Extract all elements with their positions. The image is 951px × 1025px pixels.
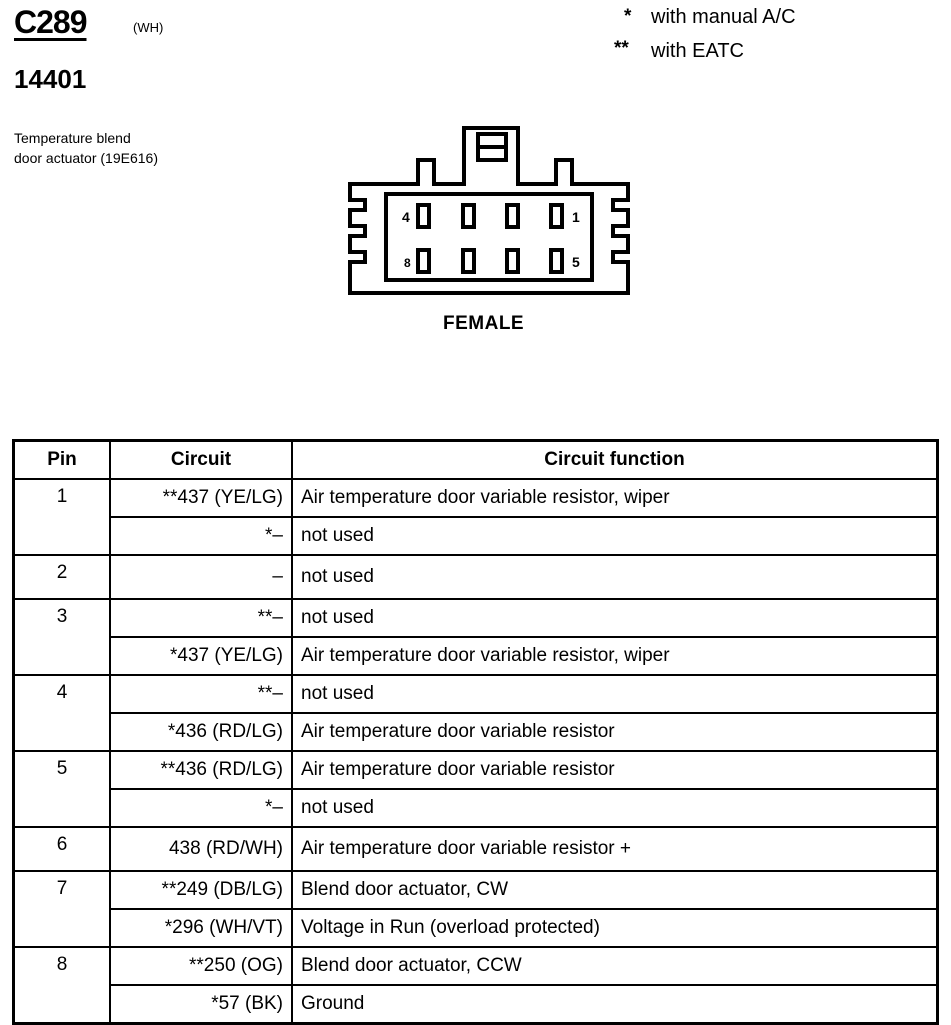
table-row: 2 – not used: [12, 554, 939, 600]
header-circuit: Circuit: [109, 439, 293, 480]
table-row: 6 438 (RD/WH) Air temperature door varia…: [12, 826, 939, 872]
pin-label-4: 4: [402, 209, 410, 225]
header-circuit-function: Circuit function: [291, 439, 939, 480]
table-row: *– not used: [14, 516, 939, 556]
terminal-7: [461, 248, 476, 274]
terminal-5: [549, 248, 564, 274]
table-row: 4 **– not used: [12, 674, 939, 752]
terminal-4: [416, 203, 431, 229]
table-row: 5 **436 (RD/LG) Air temperature door var…: [12, 750, 939, 828]
pin-label-1: 1: [572, 209, 580, 225]
table-header-row: Pin Circuit Circuit function: [12, 439, 939, 480]
pin-cell: 8: [12, 946, 111, 1025]
circuit-cell: **437 (YE/LG): [109, 478, 293, 518]
function-cell: not used: [291, 674, 939, 714]
function-cell: Air temperature door variable resistor, …: [291, 636, 939, 676]
pin-cell: 3: [12, 598, 111, 676]
function-cell: Ground: [291, 984, 939, 1025]
connector-cavity: [384, 192, 594, 282]
table-row: *– not used: [14, 788, 939, 828]
circuit-cell: *436 (RD/LG): [109, 712, 293, 752]
table-row: 7 **249 (DB/LG) Blend door actuator, CW: [12, 870, 939, 948]
circuit-cell: –: [109, 554, 293, 600]
table-row: 3 **– not used: [12, 598, 939, 676]
circuit-cell: **–: [109, 674, 293, 714]
terminal-1: [549, 203, 564, 229]
circuit-cell: **249 (DB/LG): [109, 870, 293, 910]
pin-cell: 2: [12, 554, 111, 600]
terminal-2: [505, 203, 520, 229]
function-cell: Air temperature door variable resistor +: [291, 826, 939, 872]
pin-label-8: 8: [404, 256, 411, 270]
part-number: 14401: [14, 64, 87, 94]
function-cell: not used: [291, 598, 939, 638]
circuit-cell: *437 (YE/LG): [109, 636, 293, 676]
pin-cell: 1: [12, 478, 111, 556]
legend-text-eatc: with EATC: [651, 40, 744, 62]
circuit-cell: **250 (OG): [109, 946, 293, 986]
connector-id: C289: [14, 4, 87, 40]
legend-symbol-eatc: **: [614, 38, 629, 59]
circuit-cell: *296 (WH/VT): [109, 908, 293, 948]
component-description-line-2: door actuator (19E616): [14, 150, 158, 166]
connector-face-diagram: 4 1 8 5: [348, 126, 630, 295]
function-cell: not used: [291, 516, 939, 556]
function-cell: not used: [291, 788, 939, 828]
pin-cell: 4: [12, 674, 111, 752]
function-cell: Air temperature door variable resistor: [291, 712, 939, 752]
terminal-3: [461, 203, 476, 229]
connector-color: (WH): [133, 20, 164, 35]
function-cell: Blend door actuator, CW: [291, 870, 939, 910]
table-row: *296 (WH/VT) Voltage in Run (overload pr…: [14, 908, 939, 948]
connector-gender-label: FEMALE: [443, 313, 525, 334]
circuit-cell: **436 (RD/LG): [109, 750, 293, 790]
component-description-line-1: Temperature blend: [14, 130, 131, 146]
table-row: 1 **437 (YE/LG) Air temperature door var…: [12, 478, 939, 556]
circuit-cell: *–: [109, 516, 293, 556]
function-cell: Air temperature door variable resistor, …: [291, 478, 939, 518]
function-cell: Blend door actuator, CCW: [291, 946, 939, 986]
terminal-8: [416, 248, 431, 274]
table-row: *437 (YE/LG) Air temperature door variab…: [14, 636, 939, 676]
circuit-cell: **–: [109, 598, 293, 638]
circuit-cell: *57 (BK): [109, 984, 293, 1025]
legend-text-manual-ac: with manual A/C: [651, 6, 796, 28]
header-pin: Pin: [12, 439, 111, 480]
table-row: *57 (BK) Ground: [14, 984, 939, 1025]
circuit-cell: 438 (RD/WH): [109, 826, 293, 872]
function-cell: not used: [291, 554, 939, 600]
pin-table: Pin Circuit Circuit function 1 **437 (YE…: [12, 439, 939, 1025]
pin-cell: 5: [12, 750, 111, 828]
table-row: *436 (RD/LG) Air temperature door variab…: [14, 712, 939, 752]
terminal-6: [505, 248, 520, 274]
legend-symbol-manual-ac: *: [624, 6, 632, 27]
function-cell: Voltage in Run (overload protected): [291, 908, 939, 948]
pin-cell: 7: [12, 870, 111, 948]
pin-label-5: 5: [572, 254, 580, 270]
pin-cell: 6: [12, 826, 111, 872]
table-row: 8 **250 (OG) Blend door actuator, CCW: [12, 946, 939, 1025]
circuit-cell: *–: [109, 788, 293, 828]
connector-shell-outline: [348, 126, 630, 295]
function-cell: Air temperature door variable resistor: [291, 750, 939, 790]
